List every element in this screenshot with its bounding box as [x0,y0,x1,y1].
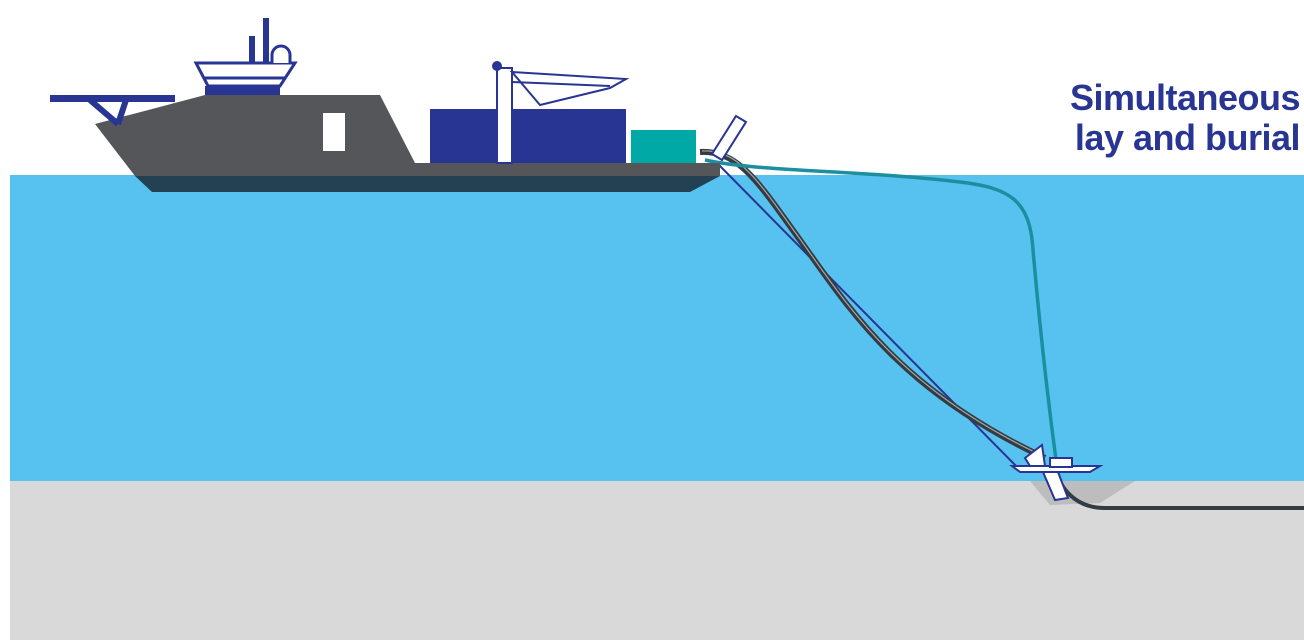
umbilical-cable [704,158,1058,461]
plough-arm [1023,443,1047,467]
seabed [10,481,1304,640]
cargo-module-2 [512,109,626,163]
diagram-title: Simultaneous lay and burial [960,77,1301,158]
crane-top [492,61,502,71]
plough-top [1049,457,1073,468]
vessel-hull [95,95,720,176]
crane-boom [509,70,630,107]
burial-plough-icon [1009,443,1104,502]
helideck [50,95,175,102]
vessel-keel [135,176,720,192]
mast-short [249,36,255,63]
plough-share [1041,471,1070,502]
helideck-support [88,97,129,127]
vessel-window [323,113,345,151]
bridge-deck [193,61,298,88]
title-line-1: Simultaneous [1069,77,1301,118]
overboarding-chute [710,114,748,162]
title-line-2: lay and burial [1074,117,1301,158]
crane-brace [511,81,611,87]
equipment-module [631,130,696,163]
bridge-base [205,86,280,95]
cable-lay-vessel-icon [50,18,748,192]
sea [10,175,1304,481]
crane-post [496,67,513,164]
radar-dome [270,44,292,63]
mast-tall [263,18,269,63]
